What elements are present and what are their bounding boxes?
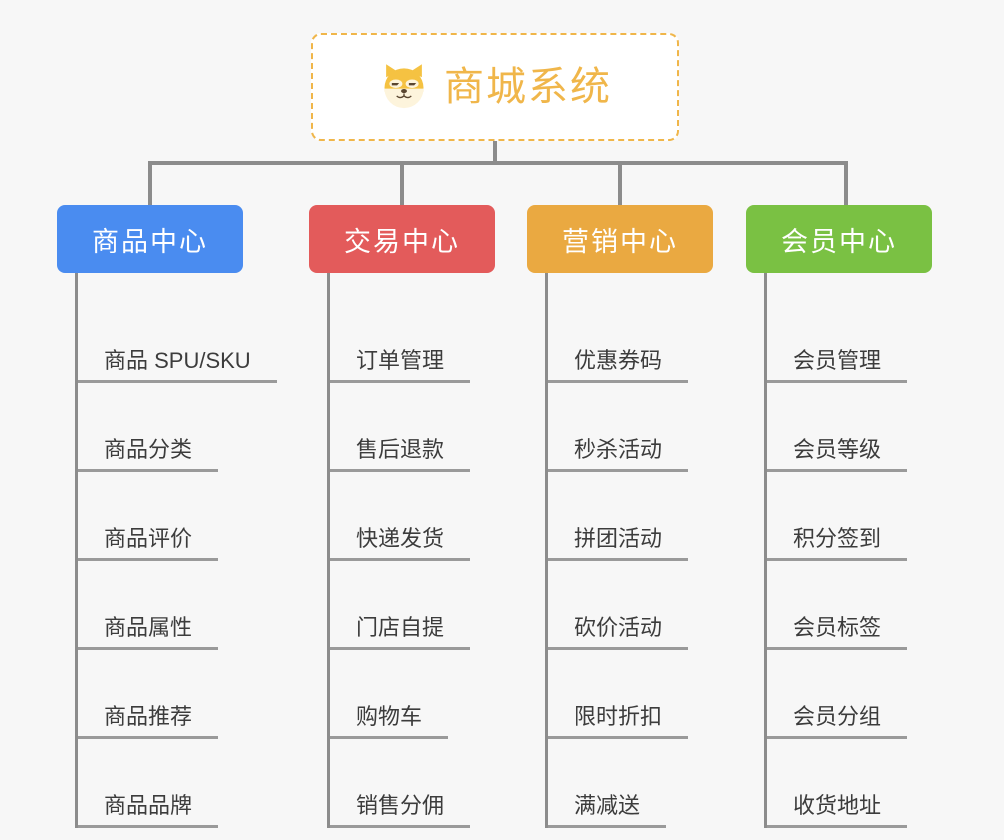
list-item[interactable]: 商品推荐 <box>78 695 219 739</box>
leaf-label: 拼团活动 <box>548 524 689 561</box>
leaf-label: 砍价活动 <box>548 613 689 650</box>
list-item[interactable]: 快递发货 <box>330 517 471 561</box>
connector-drop-branch-2 <box>618 161 622 209</box>
list-item[interactable]: 会员标签 <box>767 606 908 650</box>
branch-header-label: 交易中心 <box>344 226 460 257</box>
branch-column-trade-center: 交易中心 订单管理 售后退款 快递发货 门店自提 购物车 销售分佣 <box>309 205 495 828</box>
list-item[interactable]: 满减送 <box>548 784 667 828</box>
leaf-label: 会员分组 <box>767 702 908 739</box>
list-item[interactable]: 拼团活动 <box>548 517 689 561</box>
branch-header-marketing-center[interactable]: 营销中心 <box>527 205 713 273</box>
leaf-label: 会员标签 <box>767 613 908 650</box>
connector-horizontal-bus <box>148 161 848 165</box>
list-item[interactable]: 秒杀活动 <box>548 428 689 472</box>
list-item[interactable]: 门店自提 <box>330 606 471 650</box>
leaf-label: 商品推荐 <box>78 702 219 739</box>
list-item[interactable]: 商品评价 <box>78 517 219 561</box>
shiba-dog-face-icon <box>384 64 424 109</box>
list-item[interactable]: 会员等级 <box>767 428 908 472</box>
connector-root-stem <box>493 141 497 165</box>
leaf-label: 售后退款 <box>330 435 471 472</box>
leaf-label: 积分签到 <box>767 524 908 561</box>
list-item[interactable]: 商品品牌 <box>78 784 219 828</box>
branch-header-product-center[interactable]: 商品中心 <box>57 205 243 273</box>
leaf-label: 会员管理 <box>767 346 908 383</box>
list-item[interactable]: 会员分组 <box>767 695 908 739</box>
list-item[interactable]: 收货地址 <box>767 784 908 828</box>
leaf-label: 秒杀活动 <box>548 435 689 472</box>
leaf-label: 快递发货 <box>330 524 471 561</box>
leaf-label: 商品分类 <box>78 435 219 472</box>
list-item[interactable]: 砍价活动 <box>548 606 689 650</box>
connector-drop-branch-3 <box>844 161 848 209</box>
leaf-label: 商品评价 <box>78 524 219 561</box>
leaf-label: 优惠券码 <box>548 346 689 383</box>
leaf-label: 门店自提 <box>330 613 471 650</box>
leaf-label: 满减送 <box>548 791 667 828</box>
list-item[interactable]: 限时折扣 <box>548 695 689 739</box>
branch-header-trade-center[interactable]: 交易中心 <box>309 205 495 273</box>
branch-header-label: 商品中心 <box>92 226 208 257</box>
list-item[interactable]: 积分签到 <box>767 517 908 561</box>
list-item[interactable]: 销售分佣 <box>330 784 471 828</box>
connector-drop-branch-0 <box>148 161 152 209</box>
leaf-label: 商品品牌 <box>78 791 219 828</box>
branch-column-member-center: 会员中心 会员管理 会员等级 积分签到 会员标签 会员分组 收货地址 <box>746 205 932 828</box>
leaf-label: 商品 SPU/SKU <box>78 346 277 383</box>
branch-stem <box>327 273 330 828</box>
root-node-shop-system[interactable]: 商城系统 <box>311 33 679 141</box>
branch-stem <box>75 273 78 828</box>
list-item[interactable]: 订单管理 <box>330 339 471 383</box>
root-node-label: 商城系统 <box>444 65 612 109</box>
list-item[interactable]: 会员管理 <box>767 339 908 383</box>
list-item[interactable]: 商品 SPU/SKU <box>78 339 277 383</box>
leaf-label: 商品属性 <box>78 613 219 650</box>
leaf-label: 订单管理 <box>330 346 471 383</box>
branch-header-label: 营销中心 <box>562 226 678 257</box>
list-item[interactable]: 商品分类 <box>78 428 219 472</box>
branch-stem <box>545 273 548 828</box>
branch-header-member-center[interactable]: 会员中心 <box>746 205 932 273</box>
list-item[interactable]: 商品属性 <box>78 606 219 650</box>
leaf-label: 销售分佣 <box>330 791 471 828</box>
leaf-label: 收货地址 <box>767 791 908 828</box>
list-item[interactable]: 购物车 <box>330 695 449 739</box>
leaf-label: 限时折扣 <box>548 702 689 739</box>
branch-stem <box>764 273 767 828</box>
branch-column-marketing-center: 营销中心 优惠券码 秒杀活动 拼团活动 砍价活动 限时折扣 满减送 <box>527 205 713 828</box>
connector-drop-branch-1 <box>400 161 404 209</box>
list-item[interactable]: 优惠券码 <box>548 339 689 383</box>
branch-column-product-center: 商品中心 商品 SPU/SKU 商品分类 商品评价 商品属性 商品推荐 商品品牌 <box>57 205 277 828</box>
leaf-label: 购物车 <box>330 702 449 739</box>
branch-header-label: 会员中心 <box>781 226 897 257</box>
leaf-label: 会员等级 <box>767 435 908 472</box>
list-item[interactable]: 售后退款 <box>330 428 471 472</box>
